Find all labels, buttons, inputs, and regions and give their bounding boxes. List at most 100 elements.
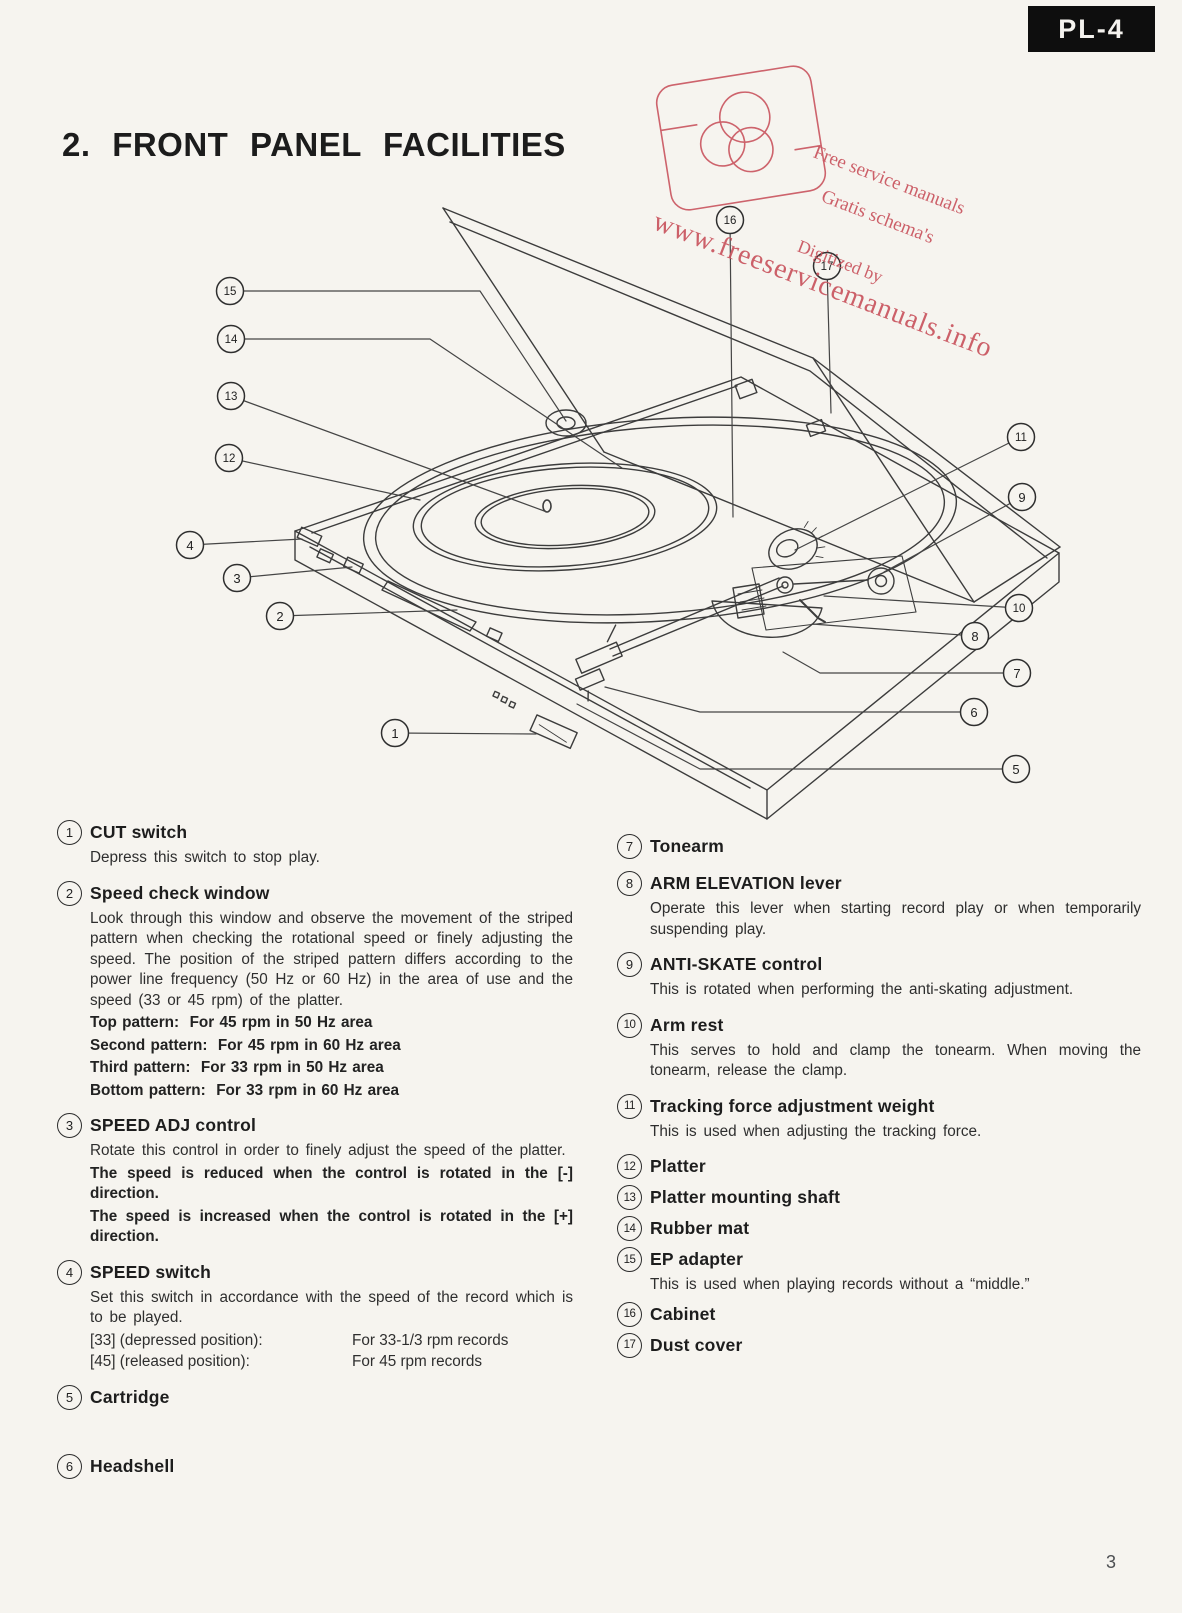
item-number: 16 — [617, 1301, 642, 1327]
item-title: Tonearm — [650, 836, 725, 856]
section-speed-adj-control: 3 SPEED ADJ control Rotate this control … — [57, 1113, 573, 1248]
model-badge-label: PL-4 — [1058, 13, 1125, 44]
diagram-callouts: 1 2 3 4 5 6 7 8 9 10 11 12 13 14 15 16 1… — [175, 205, 1037, 784]
ep-adapter-shape — [545, 409, 587, 437]
item-title: Platter — [650, 1156, 706, 1176]
anti-skate-knob — [867, 567, 895, 595]
item-title: Arm rest — [650, 1014, 724, 1035]
item-title: Cabinet — [650, 1303, 716, 1324]
item-text: This serves to hold and clamp the tonear… — [650, 1041, 1141, 1080]
item-text: Depress this switch to stop play. — [90, 849, 320, 866]
callout-5: 5 — [1012, 762, 1019, 777]
item-text: Bottom pattern: For 33 rpm in 60 Hz area — [90, 1081, 400, 1099]
section-platter: 12 Platter — [617, 1154, 1141, 1179]
left-column: 1 CUT switch Depress this switch to stop… — [57, 820, 573, 1485]
item-text: Top pattern: For 45 rpm in 50 Hz area — [90, 1014, 373, 1031]
section-arm-elevation-lever: 8 ARM ELEVATION lever Operate this lever… — [617, 871, 1141, 940]
section-anti-skate-control: 9 ANTI-SKATE control This is rotated whe… — [617, 952, 1141, 1001]
callout-16: 16 — [724, 215, 737, 227]
item-number: 5 — [57, 1384, 82, 1410]
item-title: Dust cover — [650, 1334, 743, 1355]
page-number: 3 — [1106, 1552, 1118, 1572]
section-speed-check-window: 2 Speed check window Look through this w… — [57, 880, 573, 1102]
item-text: This is rotated when performing the anti… — [650, 981, 1074, 998]
cut-switch-shape — [529, 714, 578, 750]
callout-12: 12 — [223, 453, 236, 465]
tonearm-tube — [609, 577, 784, 657]
item-title: EP adapter — [650, 1249, 744, 1269]
rubber-mat-rings — [412, 462, 718, 572]
item-number: 13 — [617, 1185, 642, 1210]
item-title: Rubber mat — [650, 1218, 750, 1238]
item-number: 6 — [57, 1453, 82, 1479]
item-number: 1 — [57, 820, 82, 845]
item-number: 4 — [57, 1259, 82, 1285]
section-rubber-mat: 14 Rubber mat — [617, 1216, 1141, 1241]
item-text: This is used when playing records withou… — [650, 1276, 1030, 1293]
item-title: Platter mounting shaft — [650, 1187, 841, 1207]
item-text: Set this switch in accordance with the s… — [90, 1288, 573, 1327]
callout-6: 6 — [970, 705, 977, 720]
section-arm-rest: 10 Arm rest This serves to hold and clam… — [617, 1012, 1141, 1082]
item-number: 17 — [617, 1332, 642, 1358]
page-title: 2. FRONT PANEL FACILITIES — [62, 126, 566, 163]
section-tonearm: 7 Tonearm — [617, 834, 1141, 859]
platter-outline — [362, 416, 958, 624]
callout-15: 15 — [224, 286, 237, 298]
item-number: 15 — [617, 1247, 642, 1272]
callout-3: 3 — [233, 571, 240, 586]
item-title: Headshell — [90, 1455, 175, 1476]
item-text: Second pattern: For 45 rpm in 60 Hz area — [90, 1036, 401, 1054]
speed-33-row: [33] (depressed position): For 33-1/3 rp… — [90, 1331, 509, 1349]
section-tracking-force-weight: 11 Tracking force adjustment weight This… — [617, 1093, 1141, 1143]
callout-13: 13 — [225, 391, 238, 403]
item-number: 2 — [57, 880, 82, 906]
item-number: 12 — [617, 1154, 642, 1179]
cabinet-outline — [294, 376, 1060, 820]
section-headshell: 6 Headshell — [57, 1453, 573, 1479]
section-cut-switch: 1 CUT switch Depress this switch to stop… — [57, 820, 573, 869]
watermark-logo — [655, 65, 827, 211]
headshell-shape — [574, 624, 623, 702]
item-text: The speed is increased when the control … — [90, 1207, 573, 1246]
item-text: This is used when adjusting the tracking… — [650, 1122, 982, 1140]
callout-7: 7 — [1013, 666, 1020, 681]
counterweight — [768, 521, 826, 570]
item-number: 3 — [57, 1113, 82, 1138]
item-text: Third pattern: For 33 rpm in 50 Hz area — [90, 1059, 384, 1076]
item-number: 14 — [617, 1216, 642, 1241]
spindle-shaft — [542, 499, 552, 513]
callout-10: 10 — [1013, 603, 1026, 615]
item-number: 10 — [617, 1012, 642, 1038]
item-number: 9 — [617, 952, 642, 977]
section-platter-mounting-shaft: 13 Platter mounting shaft — [617, 1185, 1141, 1210]
callout-17: 17 — [821, 261, 834, 273]
item-text: Look through this window and observe the… — [90, 909, 573, 1009]
leader-lines — [189, 219, 1023, 770]
callout-14: 14 — [225, 334, 238, 346]
item-text: Operate this lever when starting record … — [650, 900, 1141, 938]
item-number: 8 — [617, 871, 642, 896]
dust-cover-outline — [442, 207, 1061, 603]
item-title: Speed check window — [90, 882, 270, 903]
callout-11: 11 — [1015, 432, 1027, 444]
arm-elevation-lever-shape — [799, 599, 826, 623]
item-number: 11 — [617, 1093, 642, 1119]
item-title: Tracking force adjustment weight — [650, 1095, 935, 1116]
item-title: ARM ELEVATION lever — [650, 873, 842, 893]
item-text: Rotate this control in order to finely a… — [90, 1142, 566, 1159]
model-badge: PL-4 — [1028, 6, 1155, 52]
callout-8: 8 — [971, 629, 978, 644]
section-speed-switch: 4 SPEED switch Set this switch in accord… — [57, 1259, 573, 1373]
right-column: 7 Tonearm 8 ARM ELEVATION lever Operate … — [617, 826, 1141, 1364]
item-text: The speed is reduced when the control is… — [90, 1164, 573, 1203]
hinge-brackets — [734, 378, 827, 438]
callout-1: 1 — [391, 726, 398, 741]
item-title: ANTI-SKATE control — [650, 954, 823, 974]
callout-9: 9 — [1018, 490, 1025, 505]
item-number: 7 — [617, 834, 642, 859]
item-title: SPEED ADJ control — [90, 1115, 257, 1135]
item-title: Cartridge — [90, 1386, 170, 1407]
section-cabinet: 16 Cabinet — [617, 1301, 1141, 1327]
